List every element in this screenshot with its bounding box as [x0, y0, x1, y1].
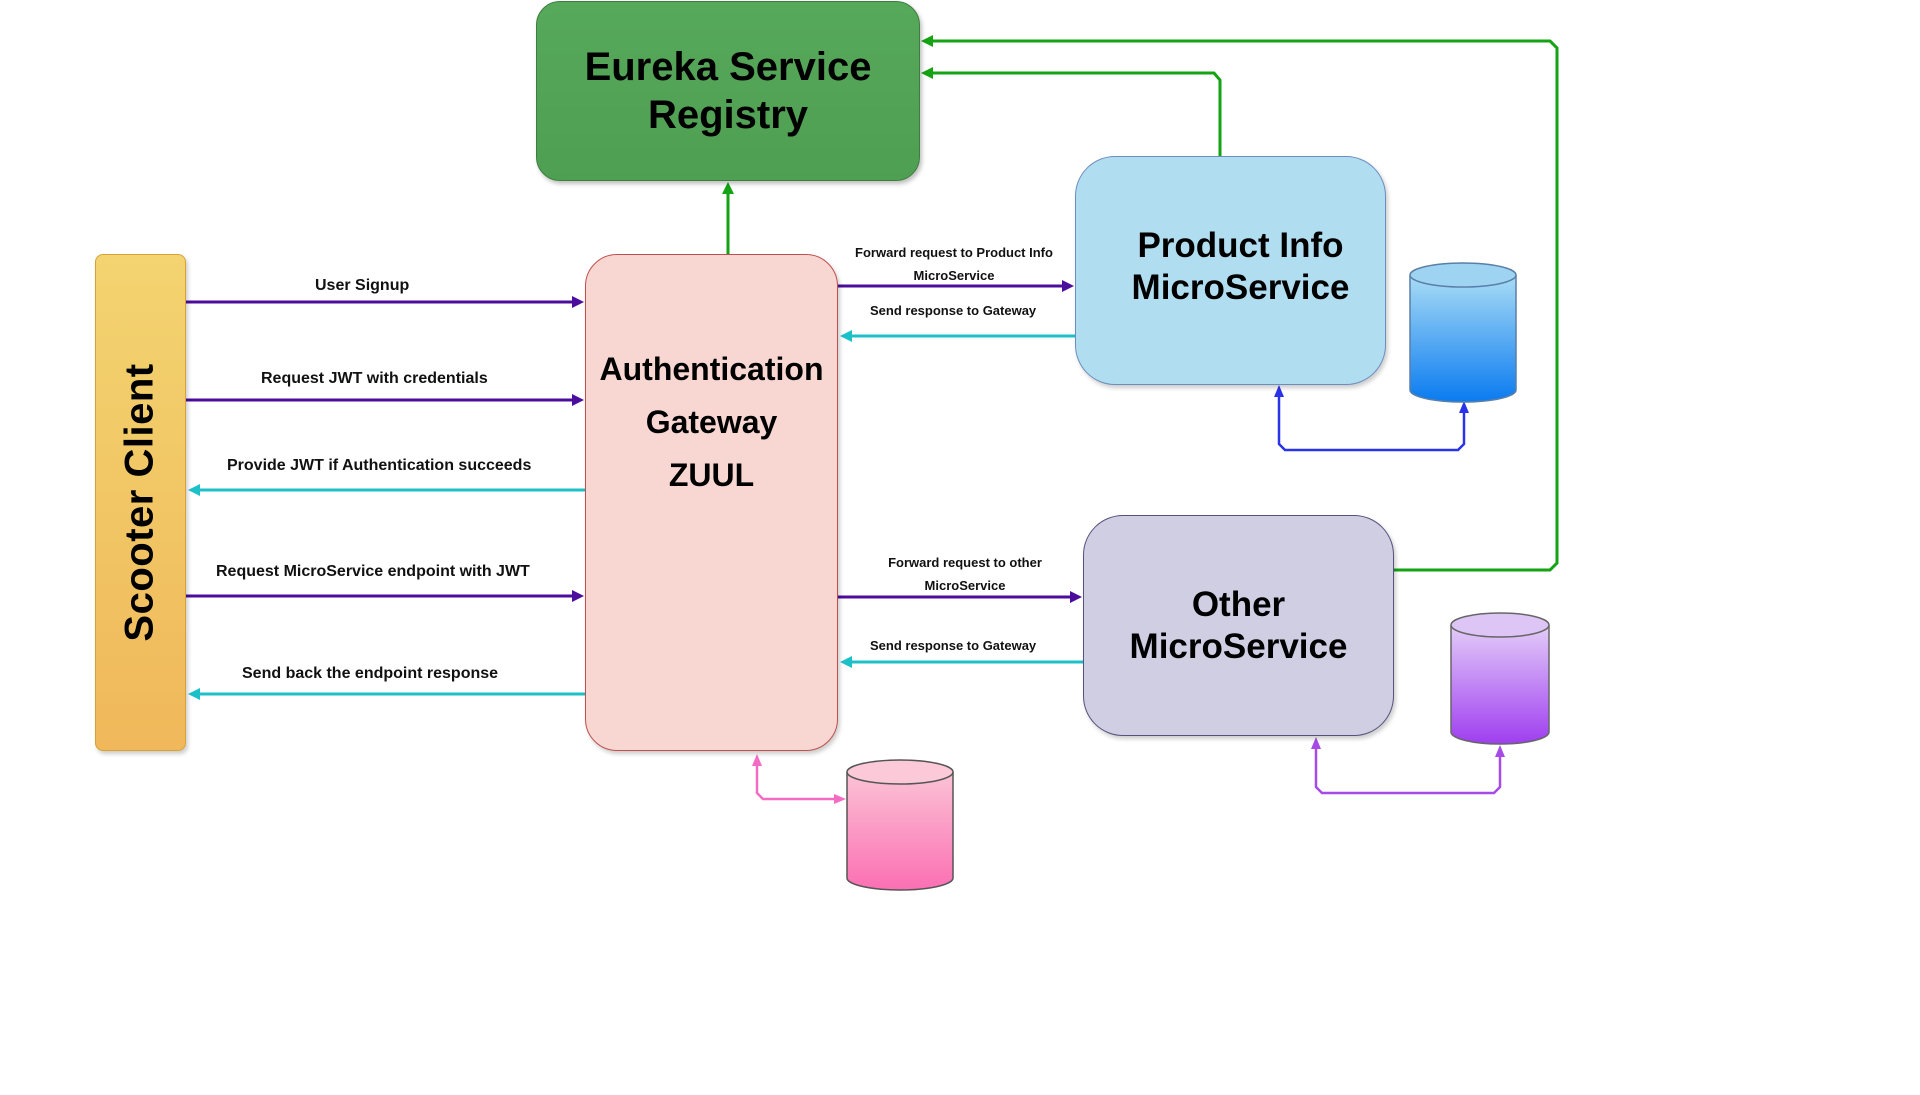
edge-send-back: [188, 688, 585, 700]
scooter-client-label: Scooter Client: [118, 363, 162, 642]
other-microservice-node: Other MicroService: [1083, 515, 1394, 736]
other-title-line-2: MicroService: [1129, 627, 1348, 666]
product-title-line-2: MicroService: [1131, 268, 1350, 307]
gateway-database-icon: [846, 759, 954, 891]
product-database-icon: [1409, 262, 1517, 403]
gateway-title-line-1: Authentication: [599, 351, 824, 387]
edge-gateway-db: [752, 754, 846, 804]
edge-forward-product: [838, 280, 1074, 292]
eureka-title-line-2: Registry: [647, 93, 809, 137]
other-database-icon: [1450, 612, 1550, 745]
edge-gateway-to-registry: [722, 182, 734, 254]
product-info-microservice-node: Product Info MicroService: [1075, 156, 1386, 385]
label-forward-other-line-2: MicroService: [924, 578, 1006, 593]
label-provide-jwt: Provide JWT if Authentication succeeds: [227, 457, 532, 474]
edge-request-endpoint: [186, 590, 584, 602]
gateway-title-line-2: Gateway: [645, 404, 778, 440]
edge-user-signup: [186, 296, 584, 308]
gateway-title-line-3: ZUUL: [668, 457, 755, 493]
label-forward-product-line-1: Forward request to Product Info: [855, 245, 1053, 260]
label-response-other: Send response to Gateway: [870, 638, 1037, 653]
scooter-client-node: Scooter Client: [95, 254, 186, 751]
edge-response-other: [840, 656, 1083, 668]
edge-product-to-registry: [921, 67, 1222, 156]
eureka-title-line-1: Eureka Service: [584, 45, 872, 89]
label-response-product: Send response to Gateway: [870, 303, 1037, 318]
architecture-diagram: Eureka Service Registry Authentication G…: [95, 1, 1559, 891]
authentication-gateway-node: Authentication Gateway ZUUL: [585, 254, 838, 751]
edge-product-db: [1274, 385, 1469, 452]
eureka-service-registry-node: Eureka Service Registry: [536, 1, 920, 181]
other-title-line-1: Other: [1191, 585, 1286, 624]
edge-other-to-registry: [921, 35, 1559, 572]
edge-forward-other: [838, 591, 1082, 603]
edge-provide-jwt: [188, 484, 585, 496]
label-user-signup: User Signup: [315, 277, 410, 294]
label-request-jwt: Request JWT with credentials: [261, 370, 488, 387]
edge-request-jwt: [186, 394, 584, 406]
label-forward-other: Forward request to other MicroService: [850, 551, 1080, 597]
connector-layer: [186, 35, 1559, 891]
edge-other-db: [1311, 737, 1505, 795]
edge-response-product: [840, 330, 1075, 342]
label-forward-product: Forward request to Product Info MicroSer…: [839, 241, 1069, 287]
label-forward-other-line-1: Forward request to other: [888, 555, 1042, 570]
label-request-endpoint: Request MicroService endpoint with JWT: [216, 563, 530, 580]
product-title-line-1: Product Info: [1137, 226, 1344, 265]
label-forward-product-line-2: MicroService: [913, 268, 995, 283]
label-send-back: Send back the endpoint response: [242, 665, 499, 682]
